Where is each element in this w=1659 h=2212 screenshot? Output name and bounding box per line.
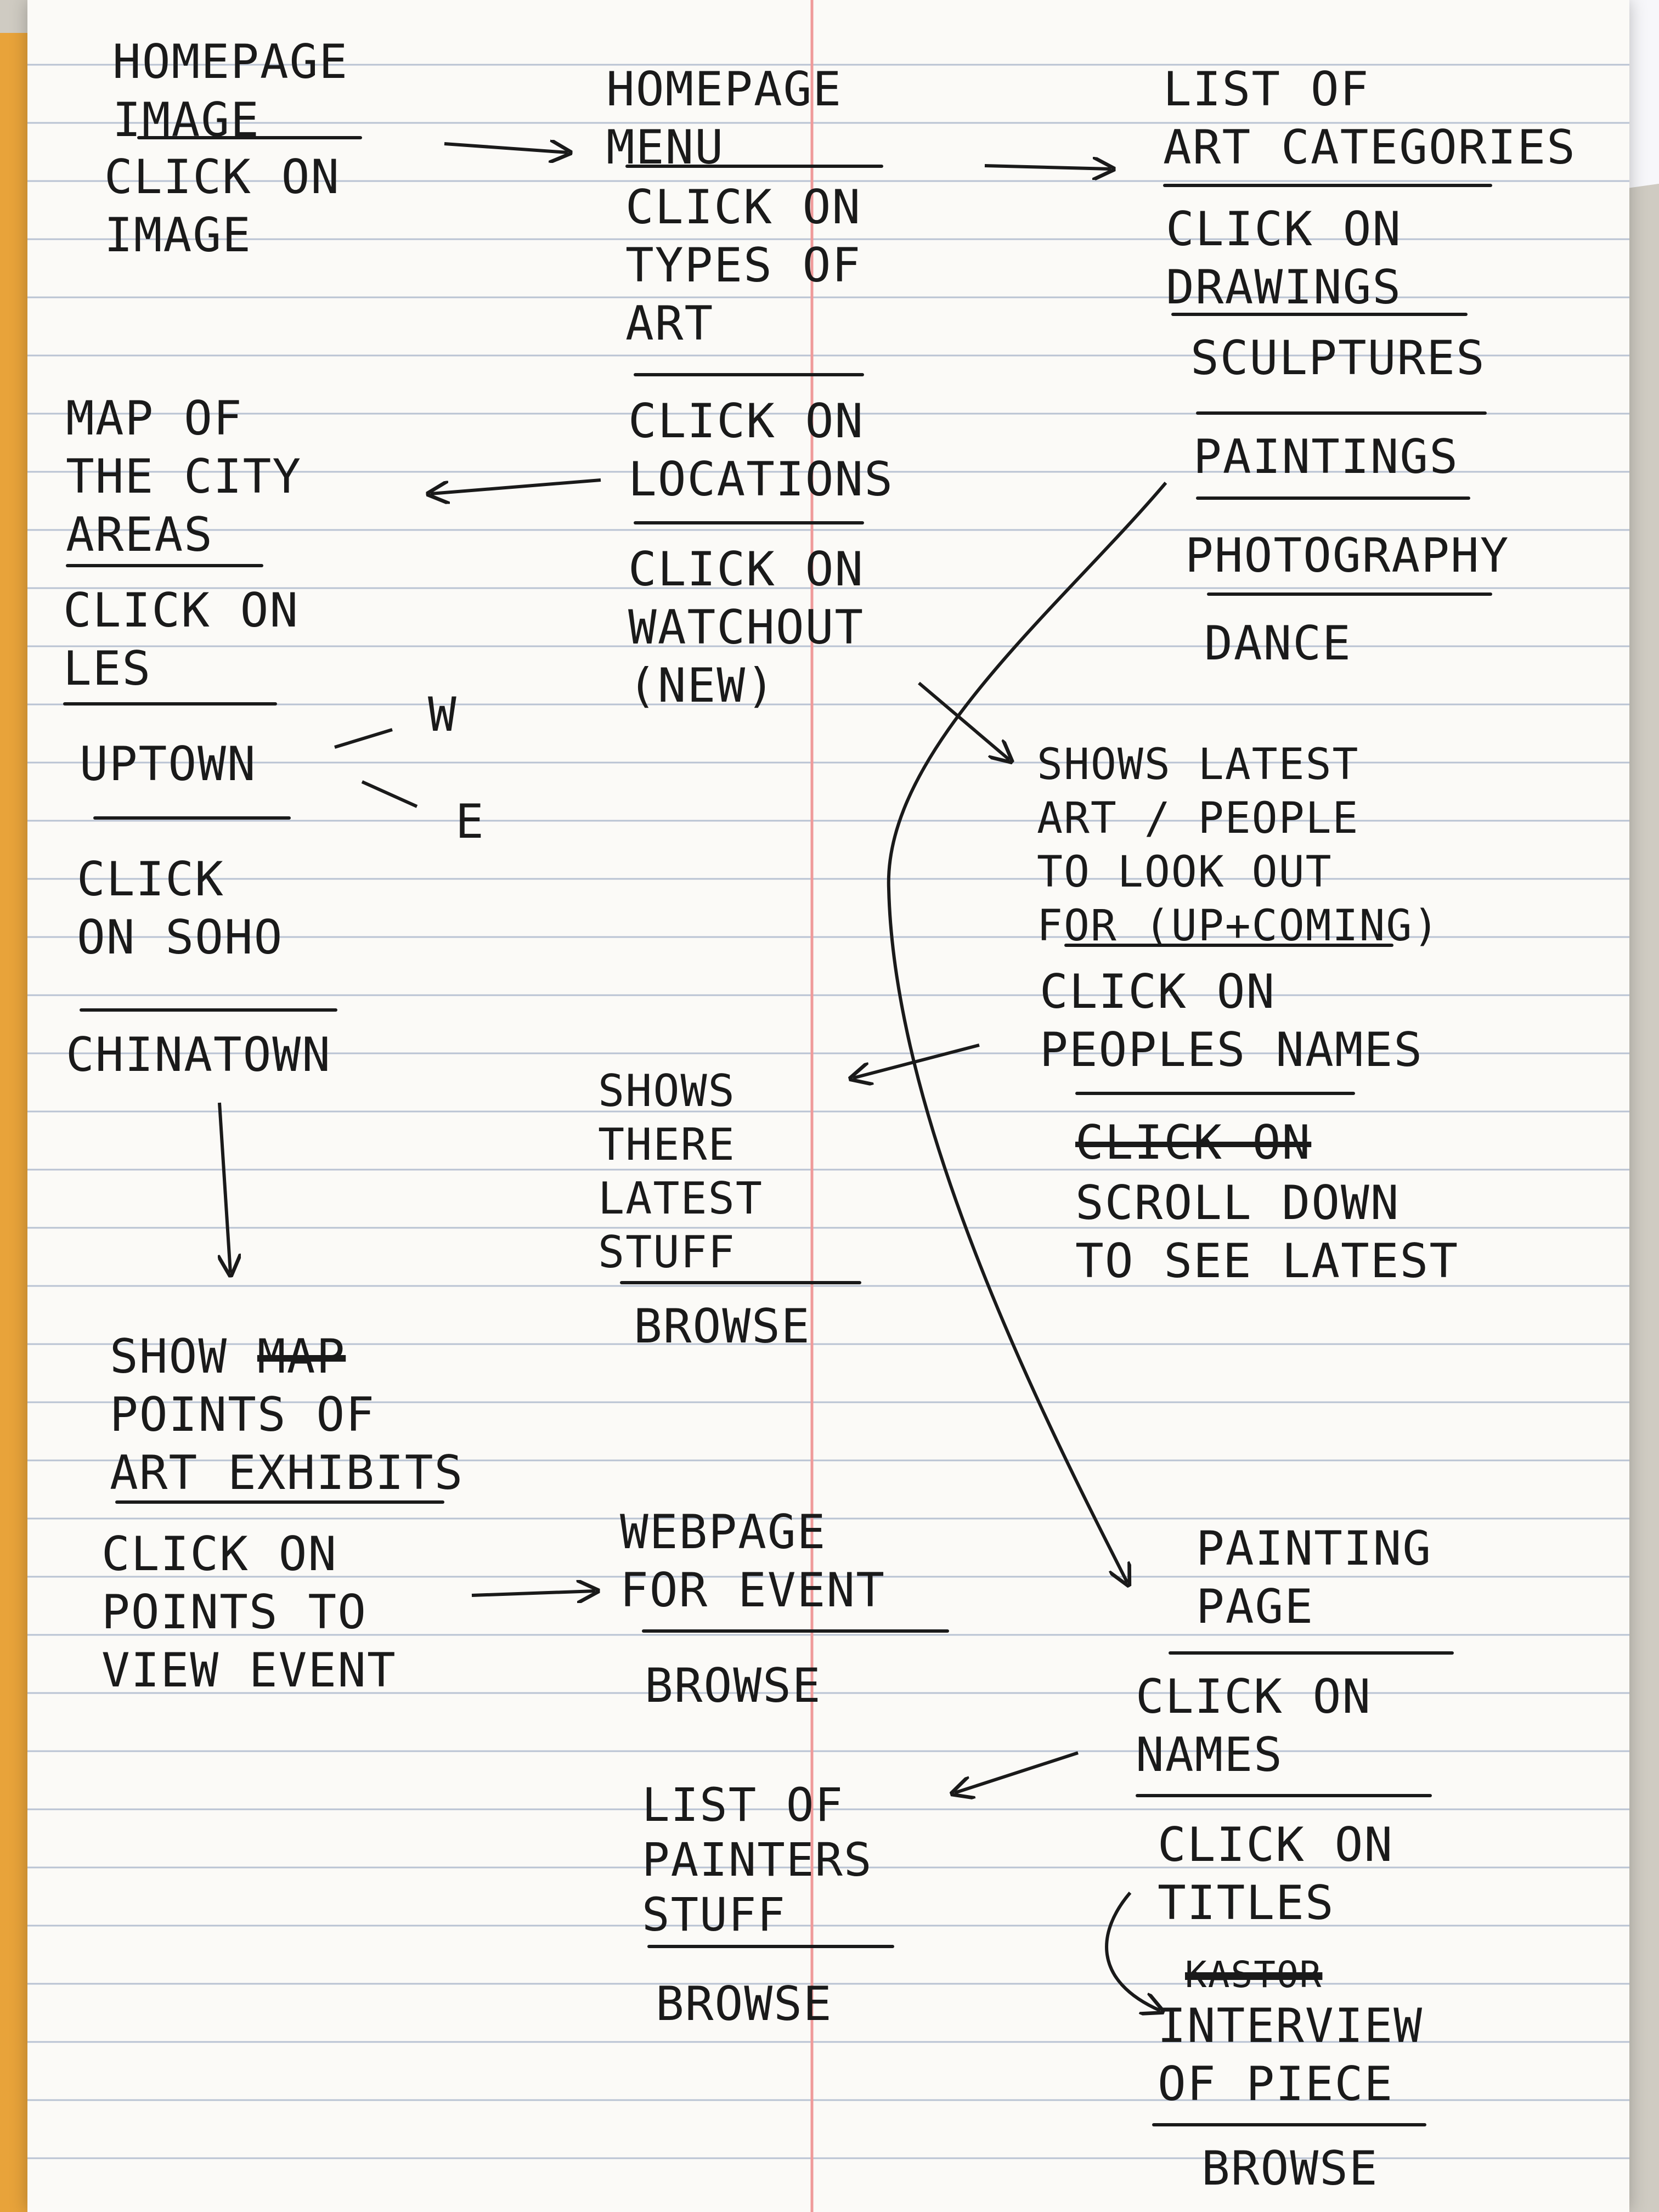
arrow-image-to-menu xyxy=(444,144,568,153)
divider xyxy=(1075,1092,1355,1095)
their-latest-title: SHOWS THERE LATEST STUFF xyxy=(598,1065,763,1278)
divider xyxy=(66,564,263,567)
arrow-watchout-to-latest xyxy=(918,681,1009,760)
map-click-les: CLICK ON LES xyxy=(63,583,300,696)
divider xyxy=(1196,411,1487,415)
map-east-label: E xyxy=(455,794,485,849)
map-chinatown: CHINATOWN xyxy=(66,1028,331,1082)
category-dance: DANCE xyxy=(1204,616,1352,671)
event-page-browse: BROWSE xyxy=(645,1658,822,1713)
painting-click-names: CLICK ON NAMES xyxy=(1136,1669,1372,1782)
arrow-points-to-event-page xyxy=(471,1591,595,1595)
notepad-ruling-and-arrows xyxy=(27,0,1629,2212)
category-photography: PHOTOGRAPHY xyxy=(1185,528,1510,583)
painters-list-title: LIST OF PAINTERS STUFF xyxy=(642,1778,873,1942)
divider xyxy=(93,816,291,820)
exhibit-points-title: SHOW MAP POINTS OF ART EXHIBITS xyxy=(110,1328,464,1502)
divider xyxy=(647,1945,894,1948)
art-categories-title: LIST OF ART CATEGORIES xyxy=(1163,62,1576,175)
menu-click-locations: CLICK ON LOCATIONS xyxy=(628,394,894,507)
homepage-image-title: HOMEPAGE IMAGE xyxy=(112,35,349,148)
divider xyxy=(80,1008,337,1012)
their-latest-browse: BROWSE xyxy=(634,1299,811,1354)
homepage-image-action: CLICK ON IMAGE xyxy=(104,150,341,263)
map-uptown: UPTOWN xyxy=(80,737,257,792)
painters-list-browse: BROWSE xyxy=(656,1977,833,2032)
divider xyxy=(137,136,362,139)
map-click-soho: CLICK ON SOHO xyxy=(77,852,284,965)
painting-crossed-out-word: KASTOR xyxy=(1185,1954,1323,1996)
painting-page-title: PAINTING PAGE xyxy=(1196,1521,1432,1634)
divider xyxy=(1169,1651,1454,1655)
arrow-menu-to-categories xyxy=(984,166,1111,169)
divider xyxy=(634,373,864,376)
exhibit-click-points: CLICK ON POINTS TO VIEW EVENT xyxy=(101,1527,397,1698)
arrow-titles-to-interview xyxy=(1105,1892,1160,2011)
exhibit-title-start: SHOW xyxy=(110,1329,257,1384)
interview-browse: BROWSE xyxy=(1201,2141,1379,2196)
latest-crossed-out-note: CLICK ON xyxy=(1075,1115,1312,1170)
painting-click-titles: CLICK ON TITLES xyxy=(1158,1818,1394,1931)
divider xyxy=(115,1500,444,1504)
divider xyxy=(620,1281,861,1284)
interview-title: INTERVIEW OF PIECE xyxy=(1158,1999,1423,2112)
arrow-paintings-to-painting-page xyxy=(887,482,1167,1583)
divider xyxy=(625,165,883,168)
arrow-locations-to-map xyxy=(431,478,601,494)
arrow-names-to-painters-list xyxy=(955,1751,1079,1793)
event-page-title: WEBPAGE FOR EVENT xyxy=(620,1505,885,1618)
menu-click-watchout: CLICK ON WATCHOUT (NEW) xyxy=(628,542,865,713)
divider xyxy=(1207,592,1492,596)
divider xyxy=(1196,496,1470,500)
map-west-label: W xyxy=(428,687,458,742)
divider xyxy=(1171,313,1468,316)
latest-art-title: SHOWS LATEST ART / PEOPLE TO LOOK OUT FO… xyxy=(1037,740,1440,951)
branch-west-line xyxy=(334,728,393,749)
exhibit-title-end: POINTS OF ART EXHIBITS xyxy=(110,1387,464,1500)
arrow-chinatown-to-exhibit-points xyxy=(219,1102,230,1273)
menu-click-types-of-art: CLICK ON TYPES OF ART xyxy=(625,180,862,351)
city-map-title: MAP OF THE CITY AREAS xyxy=(66,391,302,562)
exhibit-title-crossed: MAP xyxy=(257,1329,346,1384)
category-sculptures: SCULPTURES xyxy=(1190,331,1486,386)
branch-east-line xyxy=(361,780,418,808)
divider xyxy=(1163,184,1492,187)
latest-click-peoples-names: CLICK ON PEOPLES NAMES xyxy=(1040,964,1424,1077)
divider xyxy=(1152,2123,1426,2126)
divider xyxy=(1064,944,1393,947)
category-drawings: CLICK ON DRAWINGS xyxy=(1166,202,1402,315)
arrow-names-to-their-stuff xyxy=(853,1043,980,1078)
divider xyxy=(642,1629,949,1633)
divider xyxy=(634,521,864,524)
homepage-menu-title: HOMEPAGE MENU xyxy=(606,62,843,175)
latest-scroll-down: SCROLL DOWN TO SEE LATEST xyxy=(1075,1176,1459,1289)
notepad-sheet: HOMEPAGE IMAGE CLICK ON IMAGE HOMEPAGE M… xyxy=(27,0,1629,2212)
divider xyxy=(1136,1794,1432,1797)
divider xyxy=(63,702,277,706)
ruled-lines xyxy=(27,64,1629,2159)
category-paintings: PAINTINGS xyxy=(1193,430,1459,484)
